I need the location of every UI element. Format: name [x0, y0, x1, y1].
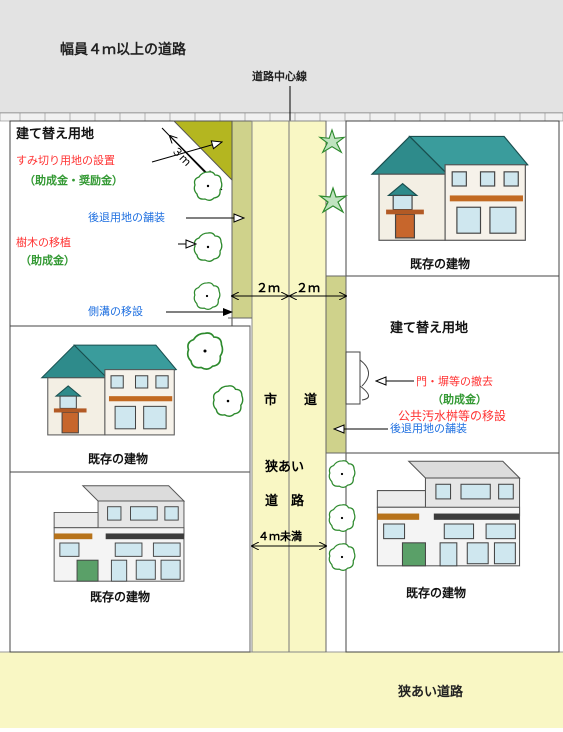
corner-cut-grant: （助成金・奨励金）	[24, 173, 123, 187]
narrow-road-area	[0, 652, 563, 728]
city-road-char-1: 市	[264, 392, 277, 408]
setback-paving-right: 後退用地の舗装	[390, 421, 467, 435]
center-line-label: 道路中心線	[252, 69, 307, 83]
existing-bottom-left: 既存の建物	[90, 589, 150, 604]
dim-under-4m: ４ｍ未満	[258, 529, 302, 543]
setback-strip-right	[325, 275, 347, 454]
gutter-move-note: 側溝の移設	[88, 304, 143, 318]
setback-strip-left	[231, 120, 253, 319]
narrow-road-label: 狭あい道路	[397, 684, 464, 700]
sewer-move-note: 公共汚水桝等の移設	[398, 408, 506, 423]
lot-right-rebuild	[345, 275, 560, 454]
gate-removal-grant: （助成金）	[432, 392, 487, 406]
existing-mid-left: 既存の建物	[88, 451, 148, 466]
existing-bottom-right: 既存の建物	[406, 585, 466, 600]
right-rebuild-title: 建て替え用地	[390, 320, 468, 336]
dim-right-half: ２ｍ	[296, 281, 320, 295]
setback-paving-left: 後退用地の舗装	[88, 210, 165, 224]
corner-cut-note: すみ切り用地の設置	[16, 153, 115, 167]
dim-left-half: ２ｍ	[256, 281, 280, 295]
narrow-road-v2: 道 路	[265, 493, 305, 509]
left-rebuild-title: 建て替え用地	[16, 126, 94, 142]
gate-removal-note: 門・塀等の撤去	[416, 374, 493, 388]
gate-fence	[345, 351, 361, 405]
house-mid-left	[41, 344, 177, 436]
tree-transplant-grant: （助成金）	[20, 253, 75, 267]
wide-road	[0, 0, 563, 113]
wide-road-label: 幅員４ｍ以上の道路	[60, 41, 187, 58]
narrow-road-v1: 狭あい	[264, 459, 304, 475]
existing-top-right: 既存の建物	[410, 256, 470, 271]
tree-transplant-note: 樹木の移植	[16, 235, 71, 249]
house-top-right	[371, 135, 529, 241]
city-road-char-2: 道	[304, 392, 317, 408]
